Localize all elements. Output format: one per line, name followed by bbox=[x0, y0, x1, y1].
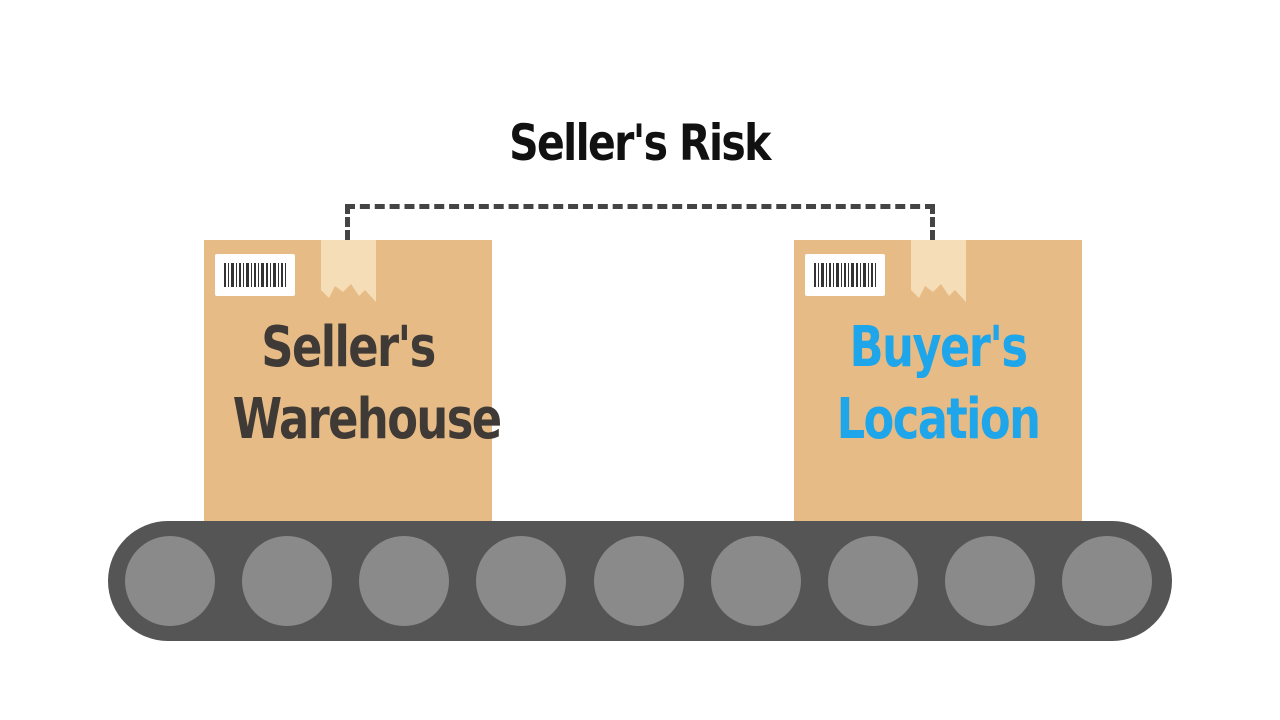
buyer-location-box: Buyer's Location bbox=[794, 240, 1082, 522]
box-label-line1: Buyer's bbox=[849, 315, 1029, 380]
tape-icon bbox=[321, 240, 376, 302]
barcode-icon bbox=[805, 254, 885, 296]
roller bbox=[594, 536, 684, 626]
roller bbox=[1062, 536, 1152, 626]
roller bbox=[359, 536, 449, 626]
barcode-graphic bbox=[814, 263, 876, 287]
tape-icon bbox=[911, 240, 966, 302]
diagram-title: Seller's Risk bbox=[509, 114, 771, 172]
roller bbox=[945, 536, 1035, 626]
roller bbox=[476, 536, 566, 626]
roller bbox=[828, 536, 918, 626]
risk-span-connector bbox=[345, 204, 935, 240]
conveyor-belt bbox=[108, 521, 1172, 641]
seller-warehouse-box: Seller's Warehouse bbox=[204, 240, 502, 522]
barcode-icon bbox=[215, 254, 295, 296]
box-label-line1: Seller's bbox=[261, 315, 436, 380]
roller bbox=[242, 536, 332, 626]
box-label: Buyer's Location bbox=[823, 312, 1053, 456]
roller bbox=[711, 536, 801, 626]
barcode-graphic bbox=[224, 263, 286, 287]
roller bbox=[125, 536, 215, 626]
box-label-line2: Location bbox=[836, 387, 1041, 452]
box-label: Seller's Warehouse bbox=[232, 312, 502, 456]
box-label-line2: Warehouse bbox=[232, 387, 502, 452]
